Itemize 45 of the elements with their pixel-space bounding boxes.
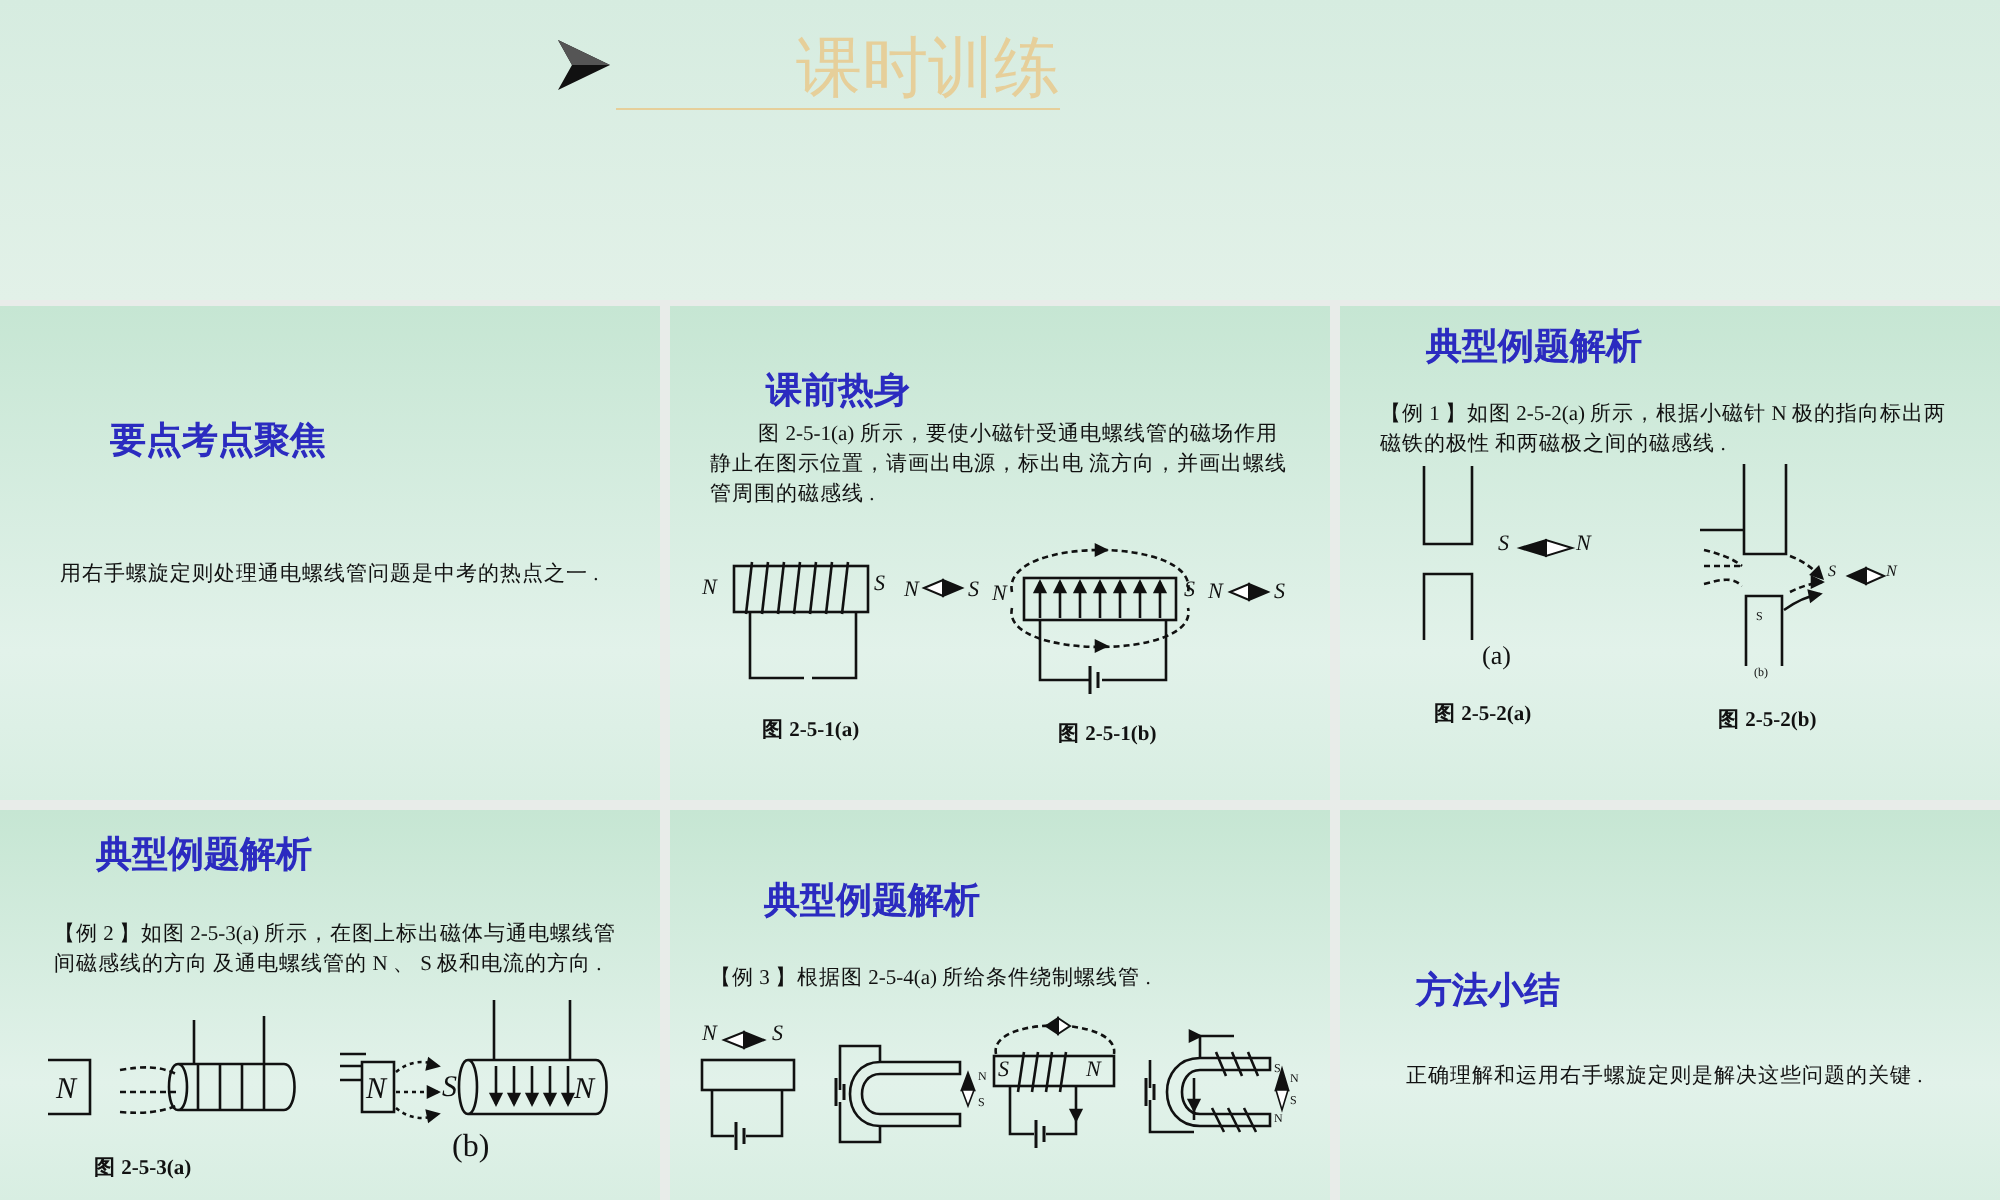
pole-label: S <box>874 574 885 596</box>
panel-text: 【例 3 】根据图 2-5-4(a) 所给条件绕制螺线管 . <box>710 964 1153 994</box>
panel-text: 【例 2 】如图 2-5-3(a) 所示，在图上标出磁体与通电螺线管间磁感线的方向 及通电螺线管的 N 、 S 极和电流的方向 . <box>54 920 619 980</box>
panel-heading: 典型例题解析 <box>96 832 312 878</box>
slide-panel <box>670 810 1330 1200</box>
slide-panel <box>1340 306 2000 800</box>
panel-heading: 典型例题解析 <box>1426 324 1642 370</box>
panel-heading: 要点考点聚焦 <box>110 418 326 464</box>
figure-label: (b) <box>452 1132 490 1164</box>
panel-heading: 典型例题解析 <box>764 878 980 924</box>
pole-label: S <box>998 1060 1009 1082</box>
figure-caption: 图 2-5-1(a) <box>762 722 860 743</box>
pole-label: N <box>1576 534 1591 556</box>
pole-label: N <box>574 1076 595 1106</box>
panel-text: 【例 1 】如图 2-5-2(a) 所示，根据小磁针 N 极的指向标出两磁铁的极性 和两磁极之间的磁感线 . <box>1380 400 1948 460</box>
panel-text: 图 2-5-1(a) 所示，要使小磁针受通电螺线管的磁场作用静止在图示位置，请画出电源，标出电 流方向，并画出螺线管周围的磁感线 . <box>710 420 1290 510</box>
slide-panel <box>0 306 660 800</box>
pole-label: S <box>1274 582 1285 604</box>
panel-text: 用右手螺旋定则处理通电螺线管问题是中考的热点之一 . <box>60 560 601 590</box>
figure-caption: 图 2-5-1(b) <box>1058 726 1157 747</box>
pole-label: N <box>702 578 717 600</box>
pole-label: N <box>702 1024 717 1046</box>
pole-label: N <box>56 1076 77 1106</box>
pole-label: N <box>1208 582 1223 604</box>
panel-heading: 课前热身 <box>766 368 910 414</box>
slide-panel <box>0 810 660 1200</box>
pole-label: N <box>1886 564 1897 580</box>
figure-caption: 图 2-5-3(a) <box>94 1160 192 1181</box>
slide-panel <box>670 306 1330 800</box>
slide-panel <box>1340 810 2000 1200</box>
figure-label: (a) <box>1482 642 1511 668</box>
pole-label: N <box>366 1076 387 1106</box>
panel-text: 正确理解和运用右手螺旋定则是解决这些问题的关键 . <box>1406 1062 1925 1092</box>
figure-caption: 图 2-5-2(a) <box>1434 706 1532 727</box>
pole-label: S <box>442 1074 457 1104</box>
slide-title: 课时训练 <box>616 28 1060 110</box>
figure-caption: 图 2-5-2(b) <box>1718 712 1817 733</box>
pole-label: N <box>904 580 919 602</box>
panel-heading: 方法小结 <box>1416 968 1560 1014</box>
pole-label: S <box>968 580 979 602</box>
pole-label: S <box>1498 534 1509 556</box>
pole-label: S <box>772 1024 783 1046</box>
pole-label: N <box>1086 1060 1101 1082</box>
pole-label: N <box>992 584 1007 606</box>
pole-label: S <box>1828 564 1836 580</box>
